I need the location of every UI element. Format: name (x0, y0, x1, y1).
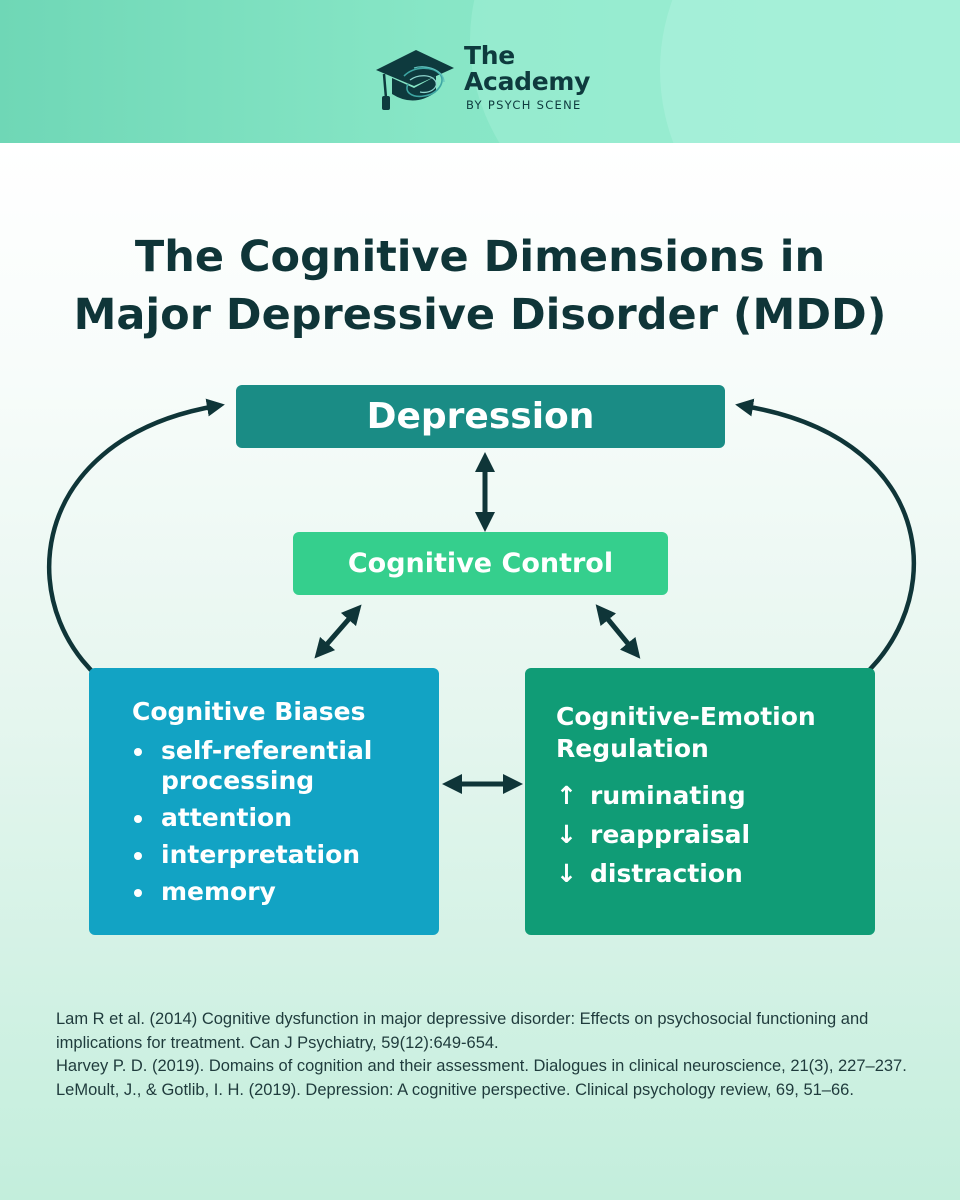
list-item-label: reappraisal (590, 820, 751, 849)
arrow-depression-biases-curve (47, 398, 225, 698)
page-title: The Cognitive Dimensions in Major Depres… (0, 228, 960, 344)
arrow-control-biases (314, 604, 362, 659)
bullet-icon (134, 889, 142, 897)
cognitive-biases-box: Cognitive Biases self-referential proces… (89, 668, 439, 935)
list-item: self-referential processing (132, 736, 439, 796)
cognitive-control-box: Cognitive Control (293, 532, 668, 595)
header-banner: The Academy BY PSYCH SCENE (0, 0, 960, 143)
arrow-down-icon: ↓ (556, 859, 577, 888)
references: Lam R et al. (2014) Cognitive dysfunctio… (56, 1008, 916, 1102)
bullet-icon (134, 852, 142, 860)
reference-item: Harvey P. D. (2019). Domains of cognitio… (56, 1057, 907, 1075)
brand-name-line2: Academy (464, 67, 591, 96)
list-item: interpretation (132, 840, 439, 870)
list-item-label: attention (161, 803, 293, 832)
title-line1: The Cognitive Dimensions in (134, 232, 826, 282)
header-wave (660, 0, 960, 143)
emotion-regulation-title: Cognitive-Emotion Regulation (556, 701, 875, 765)
bullet-icon (134, 748, 142, 756)
arrow-control-emotion (595, 604, 641, 659)
emotion-regulation-title-line1: Cognitive-Emotion (556, 702, 816, 731)
list-item-label: ruminating (590, 781, 746, 810)
reference-item: LeMoult, J., & Gotlib, I. H. (2019). Dep… (56, 1080, 854, 1099)
cognitive-biases-title: Cognitive Biases (132, 697, 366, 726)
list-item: ↓ reappraisal (556, 820, 875, 850)
title-line2: Major Depressive Disorder (MDD) (73, 290, 887, 340)
list-item: memory (132, 877, 439, 907)
reference-item: Lam R et al. (2014) Cognitive dysfunctio… (56, 1010, 869, 1052)
list-item-label: interpretation (161, 840, 361, 869)
emotion-regulation-box: Cognitive-Emotion Regulation ↑ ruminating… (525, 668, 875, 935)
list-item: ↑ ruminating (556, 781, 875, 811)
depression-label: Depression (366, 396, 595, 437)
cognitive-biases-list: self-referential processing attention in… (132, 736, 439, 907)
bullet-icon (134, 815, 142, 823)
list-item: ↓ distraction (556, 859, 875, 889)
list-item-label: distraction (590, 859, 743, 888)
arrow-up-icon: ↑ (556, 781, 577, 810)
arrow-down-icon: ↓ (556, 820, 577, 849)
graduation-cap-icon (376, 50, 454, 110)
emotion-regulation-title-line2: Regulation (556, 734, 709, 763)
brand-logo[interactable]: The Academy BY PSYCH SCENE (374, 36, 604, 116)
brand-name-line1: The (464, 41, 515, 70)
list-item: attention (132, 803, 439, 833)
cognitive-control-label: Cognitive Control (347, 548, 614, 579)
brand-subtitle: BY PSYCH SCENE (466, 98, 582, 112)
list-item-label: self-referential processing (161, 736, 373, 795)
arrow-depression-emotion-curve (735, 398, 916, 698)
depression-box: Depression (236, 385, 725, 448)
list-item-label: memory (161, 877, 276, 906)
